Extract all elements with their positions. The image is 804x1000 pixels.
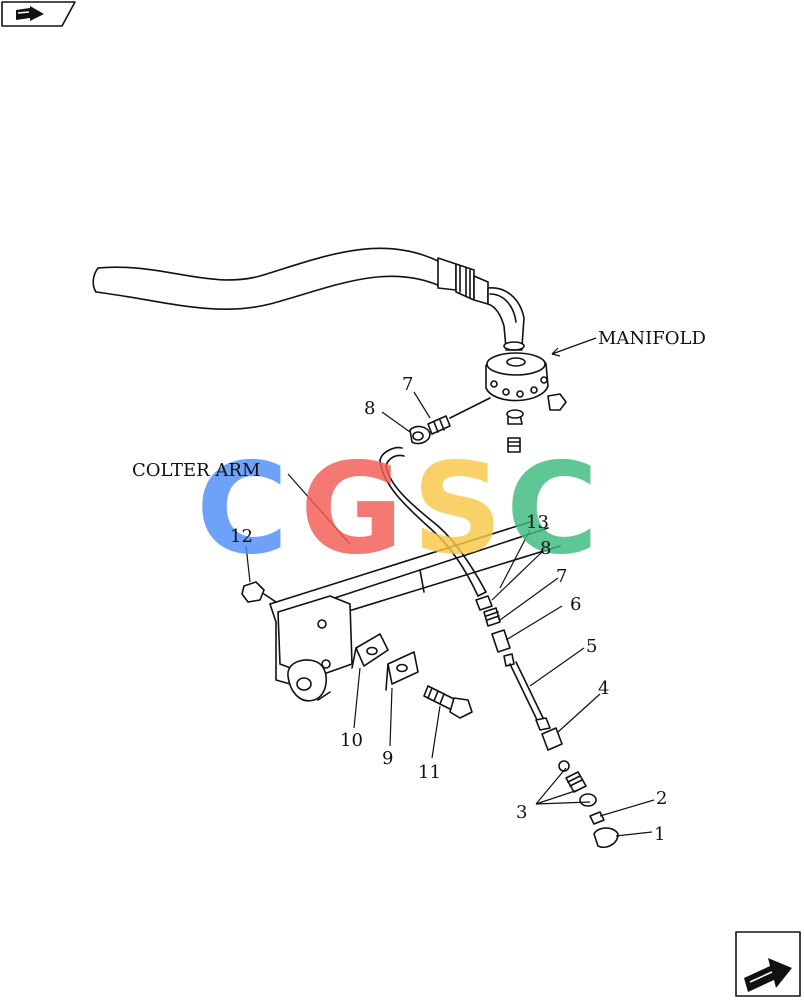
callout-8-lower: 8	[540, 538, 551, 559]
bolt-11	[423, 685, 473, 719]
next-page-button[interactable]	[735, 931, 801, 997]
callout-3: 3	[516, 802, 527, 823]
hose	[92, 247, 525, 355]
callout-7-upper: 7	[402, 374, 413, 395]
callout-7-lower: 7	[556, 566, 567, 587]
upper-fittings	[409, 397, 491, 445]
callout-2: 2	[656, 788, 667, 809]
callout-9: 9	[382, 748, 393, 769]
callout-13: 13	[526, 512, 549, 533]
callout-5: 5	[586, 636, 597, 657]
watermark: C G S C	[196, 435, 598, 582]
leader-lines	[245, 337, 655, 837]
clamp-9	[385, 651, 419, 691]
callout-6: 6	[570, 594, 581, 615]
manifold	[485, 352, 567, 453]
callout-11: 11	[418, 762, 441, 783]
callout-12: 12	[230, 526, 253, 547]
previous-page-button[interactable]	[1, 1, 76, 27]
watermark-letter-c2: C	[506, 435, 598, 582]
nut-12	[241, 581, 277, 603]
colter-arm	[269, 521, 561, 702]
fitting-stack	[475, 595, 619, 849]
callout-4: 4	[598, 678, 609, 699]
arrow-back-icon	[16, 6, 44, 21]
callout-8-upper: 8	[364, 398, 375, 419]
clamp-10	[351, 633, 389, 669]
grease-tube	[379, 446, 487, 597]
watermark-letter-c1: C	[196, 435, 288, 582]
colter-arm-label: COLTER ARM	[132, 460, 260, 481]
watermark-letter-g: G	[300, 435, 403, 582]
manifold-label: MANIFOLD	[598, 328, 706, 349]
callout-10: 10	[340, 730, 363, 751]
watermark-letter-s: S	[412, 435, 503, 582]
arrow-forward-icon	[744, 958, 792, 992]
callout-1: 1	[654, 824, 665, 845]
